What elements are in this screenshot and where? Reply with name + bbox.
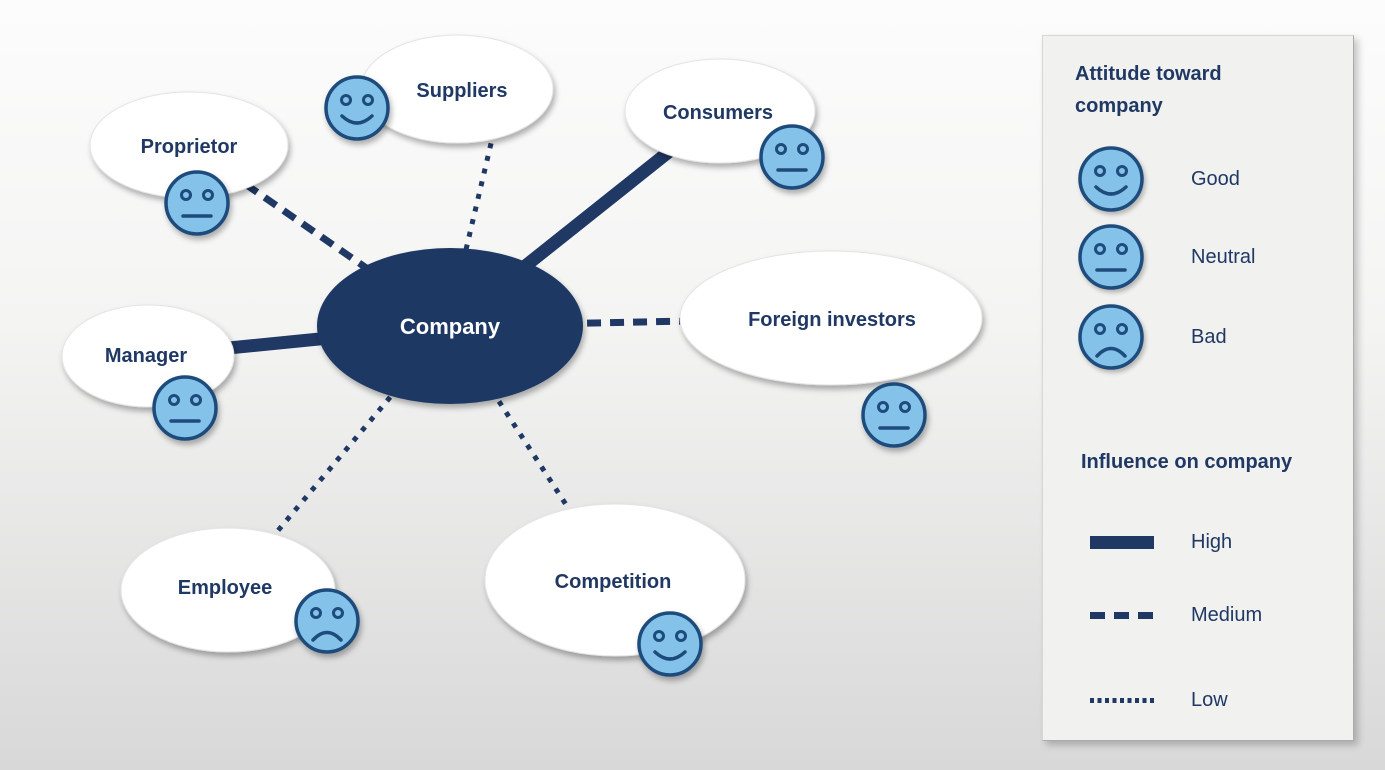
proprietor-neutral-face-icon — [164, 170, 230, 236]
face-eye-right — [899, 401, 911, 413]
face-eye-right — [675, 630, 687, 642]
bad-face-icon — [1078, 304, 1144, 370]
low-line-icon — [1090, 697, 1154, 703]
face-mouth-bad — [311, 630, 343, 642]
legend-low-label: Low — [1191, 688, 1228, 711]
face-circle — [164, 170, 230, 236]
face-eye-right — [202, 189, 214, 201]
company-ellipse — [317, 248, 583, 404]
face-mouth-good — [340, 114, 374, 125]
face-eye-left — [653, 630, 665, 642]
face-eye-left — [775, 143, 787, 155]
legend-good-label: Good — [1191, 167, 1240, 190]
face-eye-left — [340, 94, 352, 106]
legend-item-medium: Medium — [1090, 601, 1262, 629]
node-company: Company — [317, 248, 583, 404]
legend-item-low: Low — [1090, 686, 1228, 714]
legend-bad-label: Bad — [1191, 325, 1227, 348]
legend-medium-label: Medium — [1191, 603, 1263, 626]
competition-label: Competition — [555, 571, 672, 593]
employee-label: Employee — [178, 577, 272, 599]
node-proprietor: Proprietor — [89, 91, 289, 199]
consumers-label: Consumers — [663, 102, 773, 124]
competition-good-face-icon — [637, 611, 703, 677]
suppliers-label: Suppliers — [416, 80, 507, 102]
edge-company-suppliers — [445, 117, 500, 327]
legend-item-good: Good — [1075, 143, 1240, 215]
legend-item-high: High — [1090, 528, 1232, 556]
face-eye-left — [168, 394, 180, 406]
legend-item-neutral: Neutral — [1075, 221, 1255, 293]
face-eye-right — [332, 607, 344, 619]
legend-neutral-label: Neutral — [1191, 245, 1256, 268]
face-circle — [152, 375, 218, 441]
foreign-investors-bubble — [679, 250, 983, 386]
face-circle — [637, 611, 703, 677]
consumers-neutral-face-icon — [759, 124, 825, 190]
face-circle — [324, 75, 390, 141]
legend-high-label: High — [1191, 530, 1233, 553]
legend-item-bad: Bad — [1075, 301, 1227, 373]
node-employee: Employee — [120, 527, 336, 653]
employee-bad-face-icon — [294, 588, 360, 654]
node-foreign-investors: Foreign investors — [679, 250, 983, 386]
face-eye-right — [797, 143, 809, 155]
node-competition: Competition — [484, 503, 746, 657]
manager-neutral-face-icon — [152, 375, 218, 441]
face-eye-left — [877, 401, 889, 413]
suppliers-good-face-icon — [324, 75, 390, 141]
legend-panel: Attitude toward company Good Neutral — [1042, 35, 1354, 741]
high-line-icon — [1090, 535, 1154, 549]
good-face-icon — [1078, 146, 1144, 212]
face-circle — [759, 124, 825, 190]
face-eye-right — [362, 94, 374, 106]
legend-attitude-title: Attitude toward company — [1075, 63, 1222, 117]
face-circle — [294, 588, 360, 654]
face-eye-right — [190, 394, 202, 406]
foreign-investors-neutral-face-icon — [861, 382, 927, 448]
legend-influence-title: Influence on company — [1081, 451, 1293, 473]
medium-line-icon — [1090, 611, 1154, 619]
company-label: Company — [400, 314, 501, 339]
proprietor-label: Proprietor — [141, 136, 238, 158]
face-eye-left — [310, 607, 322, 619]
face-eye-left — [180, 189, 192, 201]
face-mouth-good — [653, 650, 687, 661]
edge-company-foreign-investors — [449, 314, 832, 330]
node-suppliers: Suppliers — [360, 34, 554, 144]
foreign-investors-label: Foreign investors — [748, 309, 916, 331]
face-circle — [861, 382, 927, 448]
neutral-face-icon — [1078, 224, 1144, 290]
manager-label: Manager — [105, 345, 187, 367]
